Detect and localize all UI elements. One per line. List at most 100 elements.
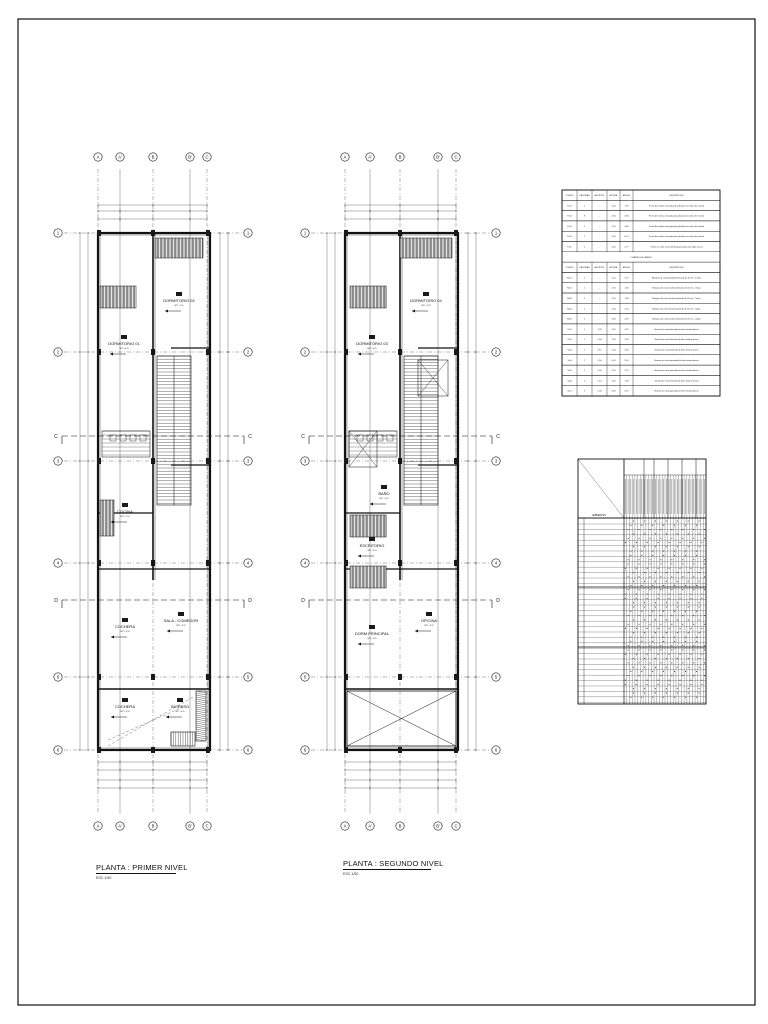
vanos-cell: 1.10 bbox=[598, 350, 603, 352]
tbl2-mark bbox=[687, 692, 689, 694]
room-level-3: NPT + 0.15 bbox=[367, 550, 376, 552]
hatch-line bbox=[195, 696, 207, 700]
tbl2-mark bbox=[654, 606, 656, 608]
axis-left-3-circle bbox=[53, 558, 63, 568]
tbl2-mark bbox=[649, 675, 651, 677]
tbl2-mark bbox=[633, 692, 635, 694]
room-label-5: COCHERA bbox=[115, 704, 135, 709]
vanos-cell: 0.70 bbox=[625, 391, 630, 393]
room-arrow-head-5 bbox=[358, 642, 361, 646]
tbl2-mark bbox=[660, 563, 662, 565]
tbl2-mark bbox=[701, 597, 703, 599]
axis-bot-0-label: A bbox=[97, 824, 100, 829]
tbl2-mark bbox=[635, 683, 637, 685]
tbl2-mark bbox=[687, 658, 689, 660]
vanos-cell: 2.87 bbox=[625, 329, 630, 331]
axis-bot-4-circle bbox=[451, 821, 461, 831]
ramp-line-2 bbox=[107, 706, 184, 741]
tbl2-mark bbox=[660, 615, 662, 617]
tbl2-mark bbox=[687, 533, 689, 535]
structural-column bbox=[398, 747, 402, 753]
axis-top-2-label: B bbox=[399, 155, 402, 160]
room-label-4: OFICINA bbox=[421, 618, 438, 623]
structural-column bbox=[454, 458, 458, 464]
vanos-cell: 2.20 bbox=[625, 308, 630, 310]
tbl2-mark bbox=[638, 529, 640, 531]
tbl2-mark bbox=[660, 529, 662, 531]
tbl2-mark bbox=[695, 554, 697, 556]
tbl2-mark bbox=[671, 576, 673, 578]
tbl2-mark bbox=[671, 563, 673, 565]
tbl2-mark bbox=[665, 602, 667, 604]
vanos-desc: Mampara de cristal templado laminado de … bbox=[652, 276, 701, 279]
tbl2-mark bbox=[701, 542, 703, 543]
tbl2-mark bbox=[682, 649, 684, 651]
level-marker bbox=[178, 612, 184, 616]
tbl2-mark bbox=[695, 696, 697, 698]
tbl2-mark bbox=[674, 671, 676, 672]
vanos-cell: 1.50 bbox=[598, 360, 603, 362]
level-marker bbox=[381, 485, 387, 489]
plan1-scale: ESC.1/50 bbox=[96, 876, 112, 880]
axis-bot-2-circle bbox=[148, 821, 158, 831]
outer-wall bbox=[96, 231, 212, 752]
vanos-cell: V-06 bbox=[567, 380, 572, 382]
tbl2-mark bbox=[654, 632, 656, 634]
level-marker bbox=[369, 335, 375, 339]
plan2-title: PLANTA : SEGUNDO NIVEL bbox=[343, 859, 444, 868]
tbl2-mark bbox=[690, 593, 692, 595]
puertas-cell: - bbox=[599, 247, 600, 249]
tbl2-mark bbox=[644, 533, 645, 535]
vanos-desc: Ventana de cristal pavonado de 6mm siste… bbox=[654, 390, 698, 393]
hatch-line bbox=[195, 720, 207, 724]
tbl2-mark bbox=[627, 589, 629, 591]
puertas-header-4: ANCHO bbox=[623, 194, 631, 197]
hatch-line bbox=[195, 716, 207, 720]
tbl2-mark bbox=[682, 559, 684, 561]
tbl2-mark bbox=[657, 679, 659, 681]
vanos-cell: V-07 bbox=[567, 391, 572, 393]
puertas-cell: - bbox=[599, 226, 600, 228]
tbl2-mark bbox=[671, 529, 673, 531]
vanos-header-1: CANTIDAD bbox=[579, 266, 590, 269]
tbl2-mark bbox=[627, 623, 629, 625]
tbl2-mark bbox=[704, 559, 706, 561]
tbl2-mark bbox=[641, 554, 643, 556]
tbl2-mark bbox=[676, 602, 678, 604]
tbl2-mark bbox=[698, 546, 700, 548]
vanos-header-5: DESCRIPCION bbox=[670, 267, 684, 269]
tbl2-mark bbox=[671, 537, 673, 539]
tbl2-mark bbox=[627, 675, 629, 677]
tbl2-mark bbox=[685, 524, 686, 526]
cut-label-left-0: C bbox=[54, 434, 58, 440]
tbl2-mark bbox=[660, 623, 662, 625]
tbl2-mark bbox=[624, 597, 626, 599]
tbl2-mark bbox=[698, 658, 700, 660]
structural-column bbox=[97, 560, 101, 566]
tbl2-mark bbox=[660, 645, 662, 647]
room-label-3: ESCRITORIO bbox=[360, 543, 385, 548]
vanos-cell: V-01 bbox=[567, 329, 572, 331]
tbl2-mark bbox=[624, 593, 626, 595]
vanos-cell: M-04 bbox=[567, 308, 572, 310]
tbl2-mark bbox=[687, 546, 689, 548]
tbl2-mark bbox=[690, 653, 692, 655]
vanos-cell: 1 bbox=[584, 360, 586, 362]
tbl2-mark bbox=[682, 576, 684, 578]
tbl2-mark bbox=[635, 653, 637, 655]
axis-left-5-label: 6 bbox=[304, 748, 307, 753]
tbl2-mark bbox=[627, 537, 629, 539]
tbl2-mark bbox=[693, 649, 695, 651]
axis-right-3-circle bbox=[243, 558, 253, 568]
tbl2-mark bbox=[693, 623, 695, 625]
hatch-line bbox=[195, 722, 207, 726]
level-marker bbox=[121, 335, 127, 339]
axis-right-3-circle bbox=[491, 558, 501, 568]
vanos-cell: 2.40 bbox=[612, 319, 617, 321]
tbl2-mark bbox=[682, 615, 684, 617]
puertas-header-3: ALTURA bbox=[610, 194, 618, 197]
hatch-line bbox=[195, 718, 207, 722]
tbl2-mark bbox=[624, 628, 626, 629]
vanos-cell: 0.60 bbox=[612, 391, 617, 393]
